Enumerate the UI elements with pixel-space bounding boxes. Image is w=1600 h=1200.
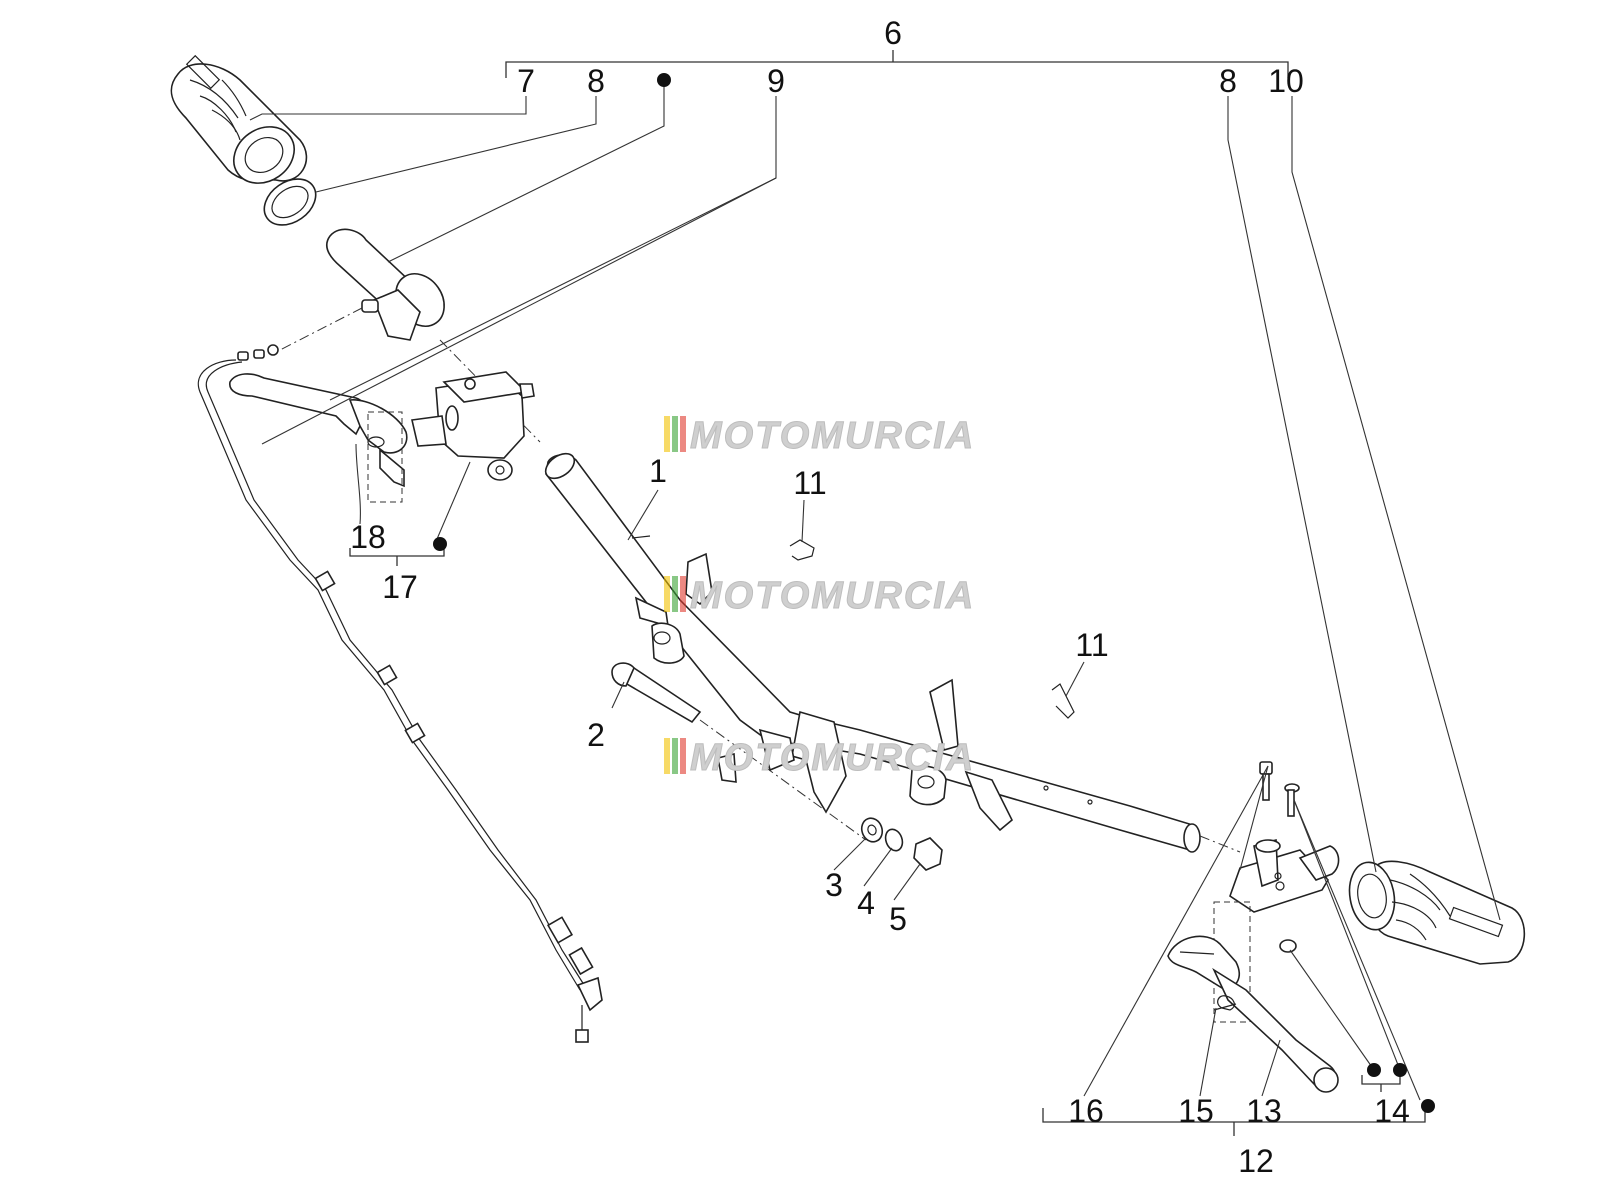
washer-4 <box>884 828 904 852</box>
right-brake-lever <box>1167 935 1339 1093</box>
callout-11-lower: 11 <box>1075 627 1108 663</box>
watermark-3: MOTOMURCIA <box>664 737 975 780</box>
callout-13: 13 <box>1246 1093 1282 1129</box>
handlebar <box>544 452 1201 853</box>
left-grip <box>170 54 308 184</box>
watermark-text: MOTOMURCIA <box>690 575 975 617</box>
callout-4: 4 <box>857 885 875 921</box>
callout-9: 9 <box>767 63 785 99</box>
callout-8-right: 8 <box>1219 63 1237 99</box>
right-lever-bracket <box>1229 838 1340 913</box>
right-screw-16 <box>1259 761 1273 801</box>
callout-5: 5 <box>889 901 907 937</box>
callout-2: 2 <box>587 717 605 753</box>
throttle-tube <box>326 228 445 341</box>
callout-3: 3 <box>825 867 843 903</box>
marker-dot <box>657 73 671 87</box>
axis-line <box>1199 835 1241 853</box>
bracket-group-12 <box>1042 1108 1426 1136</box>
right-grip <box>1348 860 1526 965</box>
right-screw-14 <box>1284 783 1300 817</box>
nut-5 <box>913 837 943 871</box>
handlebar-bolt <box>611 662 702 724</box>
callout-18: 18 <box>350 519 386 555</box>
axis-line <box>699 719 867 841</box>
leader-lines <box>249 80 1501 1101</box>
bracket-group-14 <box>1361 1075 1401 1092</box>
callout-16: 16 <box>1068 1093 1104 1129</box>
spring-clip-lower <box>1051 683 1075 719</box>
callout-10: 10 <box>1268 63 1304 99</box>
washer-3 <box>860 817 884 843</box>
axis-line <box>439 339 541 443</box>
lever-clip-15 <box>1213 995 1237 1011</box>
watermark-text: MOTOMURCIA <box>690 415 975 457</box>
throttle-cable <box>197 359 603 1043</box>
callout-15: 15 <box>1178 1093 1214 1129</box>
watermark-text: MOTOMURCIA <box>690 737 975 779</box>
left-brake-lever <box>229 373 408 488</box>
callout-7: 7 <box>517 63 535 99</box>
cable-fitting <box>237 344 279 361</box>
bracket-group-17 <box>349 548 445 566</box>
left-grip-washer <box>263 178 317 226</box>
callout-17: 17 <box>382 569 418 605</box>
marker-dot <box>1421 1099 1435 1113</box>
callout-8-left: 8 <box>587 63 605 99</box>
axis-line <box>279 307 363 351</box>
marker-dot <box>433 537 447 551</box>
watermark-2: MOTOMURCIA <box>664 575 975 618</box>
watermark-1: MOTOMURCIA <box>664 415 975 458</box>
lever-detail-box <box>367 411 403 503</box>
bracket-group-6 <box>505 50 1289 78</box>
callout-1: 1 <box>649 453 667 489</box>
brake-master-cylinder <box>411 371 535 481</box>
callout-6: 6 <box>884 15 902 51</box>
spring-clip-upper <box>789 539 815 561</box>
right-washer-14 <box>1279 939 1297 953</box>
marker-dot <box>1367 1063 1381 1077</box>
callout-14: 14 <box>1374 1093 1410 1129</box>
marker-dot <box>1393 1063 1407 1077</box>
callout-12: 12 <box>1238 1143 1274 1179</box>
callout-11-upper: 11 <box>793 465 826 501</box>
